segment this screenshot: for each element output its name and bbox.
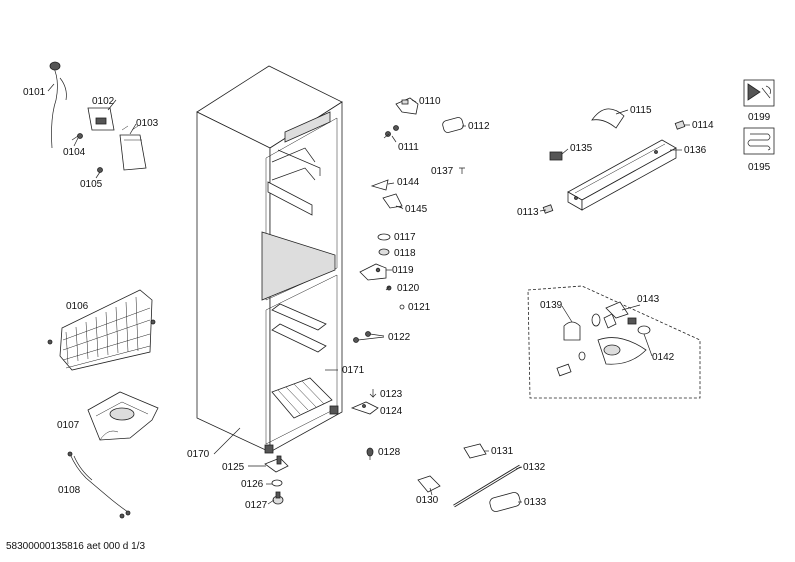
label-0135: 0135 bbox=[570, 143, 593, 154]
label-0139: 0139 bbox=[540, 300, 563, 311]
label-0199: 0199 bbox=[748, 112, 771, 123]
label-0126: 0126 bbox=[241, 479, 264, 490]
label-0124: 0124 bbox=[380, 406, 403, 417]
label-0119: 0119 bbox=[392, 265, 414, 276]
label-0105: 0105 bbox=[80, 179, 103, 190]
label-0118: 0118 bbox=[394, 248, 416, 259]
label-0195: 0195 bbox=[748, 162, 771, 173]
document-id-footer: 58300000135816 aet 000 d 1/3 bbox=[6, 541, 146, 552]
label-0125: 0125 bbox=[222, 462, 245, 473]
label-0103: 0103 bbox=[136, 118, 159, 129]
label-0145: 0145 bbox=[405, 204, 428, 215]
bottom-components bbox=[417, 443, 521, 512]
label-0101: 0101 bbox=[23, 87, 46, 98]
label-0143: 0143 bbox=[637, 294, 660, 305]
lamp-assembly bbox=[527, 285, 701, 399]
label-0115: 0115 bbox=[630, 105, 652, 116]
label-0142: 0142 bbox=[652, 352, 675, 363]
label-0110: 0110 bbox=[419, 96, 441, 107]
label-0137: 0137 bbox=[431, 166, 454, 177]
label-0113: 0113 bbox=[517, 207, 539, 218]
label-0122: 0122 bbox=[388, 332, 411, 343]
label-0123: 0123 bbox=[380, 389, 403, 400]
label-0170: 0170 bbox=[187, 449, 210, 460]
label-0128: 0128 bbox=[378, 447, 401, 458]
label-0120: 0120 bbox=[397, 283, 420, 294]
left-components bbox=[47, 61, 159, 519]
label-0130: 0130 bbox=[416, 495, 439, 506]
label-0107: 0107 bbox=[57, 420, 80, 431]
label-0102: 0102 bbox=[92, 96, 115, 107]
part-labels: 0101 0102 0103 0104 0105 0106 0107 0108 … bbox=[23, 87, 771, 511]
documentation-icon bbox=[743, 79, 775, 107]
label-0121: 0121 bbox=[408, 302, 431, 313]
label-0133: 0133 bbox=[524, 497, 547, 508]
label-0108: 0108 bbox=[58, 485, 81, 496]
cabinet-drawing bbox=[196, 65, 343, 455]
label-0131: 0131 bbox=[491, 446, 514, 457]
label-0144: 0144 bbox=[397, 177, 420, 188]
top-right-components bbox=[542, 108, 686, 214]
label-0106: 0106 bbox=[66, 301, 89, 312]
label-0136: 0136 bbox=[684, 145, 707, 156]
label-0111: 0111 bbox=[398, 142, 419, 153]
heater-wire-icon bbox=[743, 127, 775, 155]
label-0117: 0117 bbox=[394, 232, 416, 243]
middle-components bbox=[264, 97, 465, 505]
label-0112: 0112 bbox=[468, 121, 490, 132]
label-0127: 0127 bbox=[245, 500, 268, 511]
leader-lines bbox=[47, 83, 690, 505]
label-0132: 0132 bbox=[523, 462, 546, 473]
label-0171: 0171 bbox=[342, 365, 365, 376]
label-0114: 0114 bbox=[692, 120, 714, 131]
label-0104: 0104 bbox=[63, 147, 86, 158]
